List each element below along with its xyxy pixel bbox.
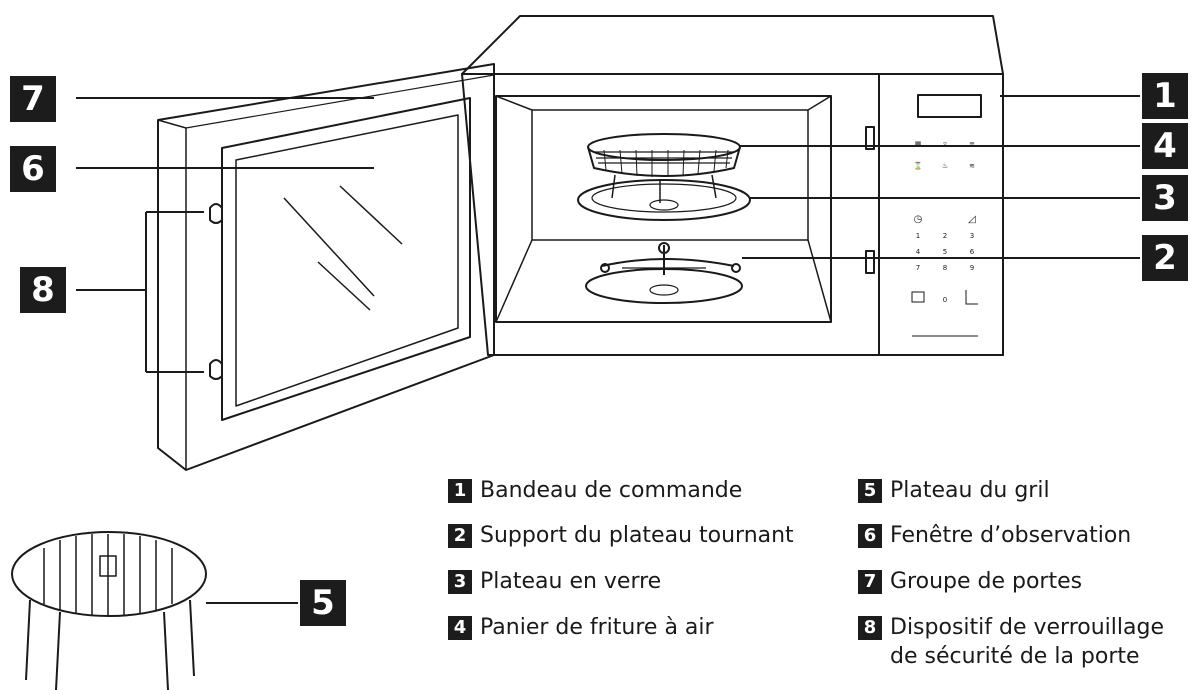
legend-item-3: 3 Plateau en verre — [448, 567, 661, 596]
legend-text: Plateau du gril — [890, 478, 1050, 503]
legend-num: 4 — [448, 616, 472, 640]
callout-8: 8 — [20, 267, 66, 313]
latch-slot-upper — [865, 126, 875, 150]
latch-slot-lower — [865, 250, 875, 274]
keypad-key: 2 — [943, 232, 947, 240]
legend-text: Plateau en verre — [480, 569, 662, 594]
svg-text:▿: ▿ — [943, 140, 947, 148]
callout-5: 5 — [300, 580, 346, 626]
legend-item-1: 1 Bandeau de commande — [448, 476, 742, 505]
callout-2: 2 — [1142, 235, 1188, 281]
legend-num: 5 — [858, 479, 882, 503]
keypad-key: 3 — [970, 232, 974, 240]
glass-tray — [577, 179, 751, 221]
legend-num: 1 — [448, 479, 472, 503]
legend-text: Support du plateau tournant — [480, 523, 794, 548]
cavity-frame — [495, 95, 832, 323]
legend-text: Dispositif de verrouillage de sécurité d… — [890, 615, 1164, 669]
keypad-key: 9 — [970, 264, 974, 272]
legend-item-2: 2 Support du plateau tournant — [448, 521, 794, 550]
legend-item-7: 7 Groupe de portes — [858, 567, 1082, 596]
control-panel — [878, 73, 1004, 356]
display-window — [917, 94, 982, 118]
svg-text:⌛: ⌛ — [914, 161, 923, 170]
callout-3: 3 — [1142, 175, 1188, 221]
callout-1: 1 — [1142, 73, 1188, 119]
svg-text:◷: ◷ — [914, 214, 923, 225]
observation-window — [221, 97, 471, 421]
legend-text: Bandeau de commande — [480, 478, 743, 503]
legend-text: Fenêtre d’observation — [890, 523, 1132, 548]
legend-num: 6 — [858, 524, 882, 548]
door-latch-upper — [209, 203, 223, 224]
legend-item-4: 4 Panier de friture à air — [448, 613, 714, 642]
door-latch-lower — [209, 359, 223, 380]
leader-8 — [76, 211, 204, 373]
legend-text: Panier de friture à air — [480, 615, 714, 640]
legend-item-5: 5 Plateau du gril — [858, 476, 1050, 505]
legend-text: Groupe de portes — [890, 569, 1083, 594]
legend-num: 2 — [448, 524, 472, 548]
legend-item-8: 8 Dispositif de verrouillage de sécurité… — [858, 613, 1164, 671]
callout-7: 7 — [10, 76, 56, 122]
svg-text:≋: ≋ — [969, 162, 975, 170]
svg-text:♨: ♨ — [942, 162, 948, 170]
legend-item-6: 6 Fenêtre d’observation — [858, 521, 1131, 550]
keypad-key: 6 — [970, 248, 975, 256]
callout-4: 4 — [1142, 123, 1188, 169]
cabinet-top — [461, 15, 1004, 75]
callout-6: 6 — [10, 146, 56, 192]
svg-text:▦: ▦ — [915, 140, 922, 148]
legend-num: 7 — [858, 570, 882, 594]
air-fryer-basket-top — [587, 133, 741, 161]
svg-text:≡: ≡ — [969, 140, 975, 148]
keypad-key: 4 — [916, 248, 921, 256]
keypad-key: 1 — [916, 232, 920, 240]
keypad-key: 0 — [943, 296, 947, 304]
door — [157, 63, 495, 471]
keypad-key: 5 — [943, 248, 947, 256]
svg-text:◿: ◿ — [968, 214, 976, 225]
legend-num: 3 — [448, 570, 472, 594]
keypad-key: 8 — [943, 264, 947, 272]
grill-rack-ring — [11, 531, 207, 617]
keypad-key: 7 — [916, 264, 920, 272]
legend-num: 8 — [858, 616, 882, 640]
